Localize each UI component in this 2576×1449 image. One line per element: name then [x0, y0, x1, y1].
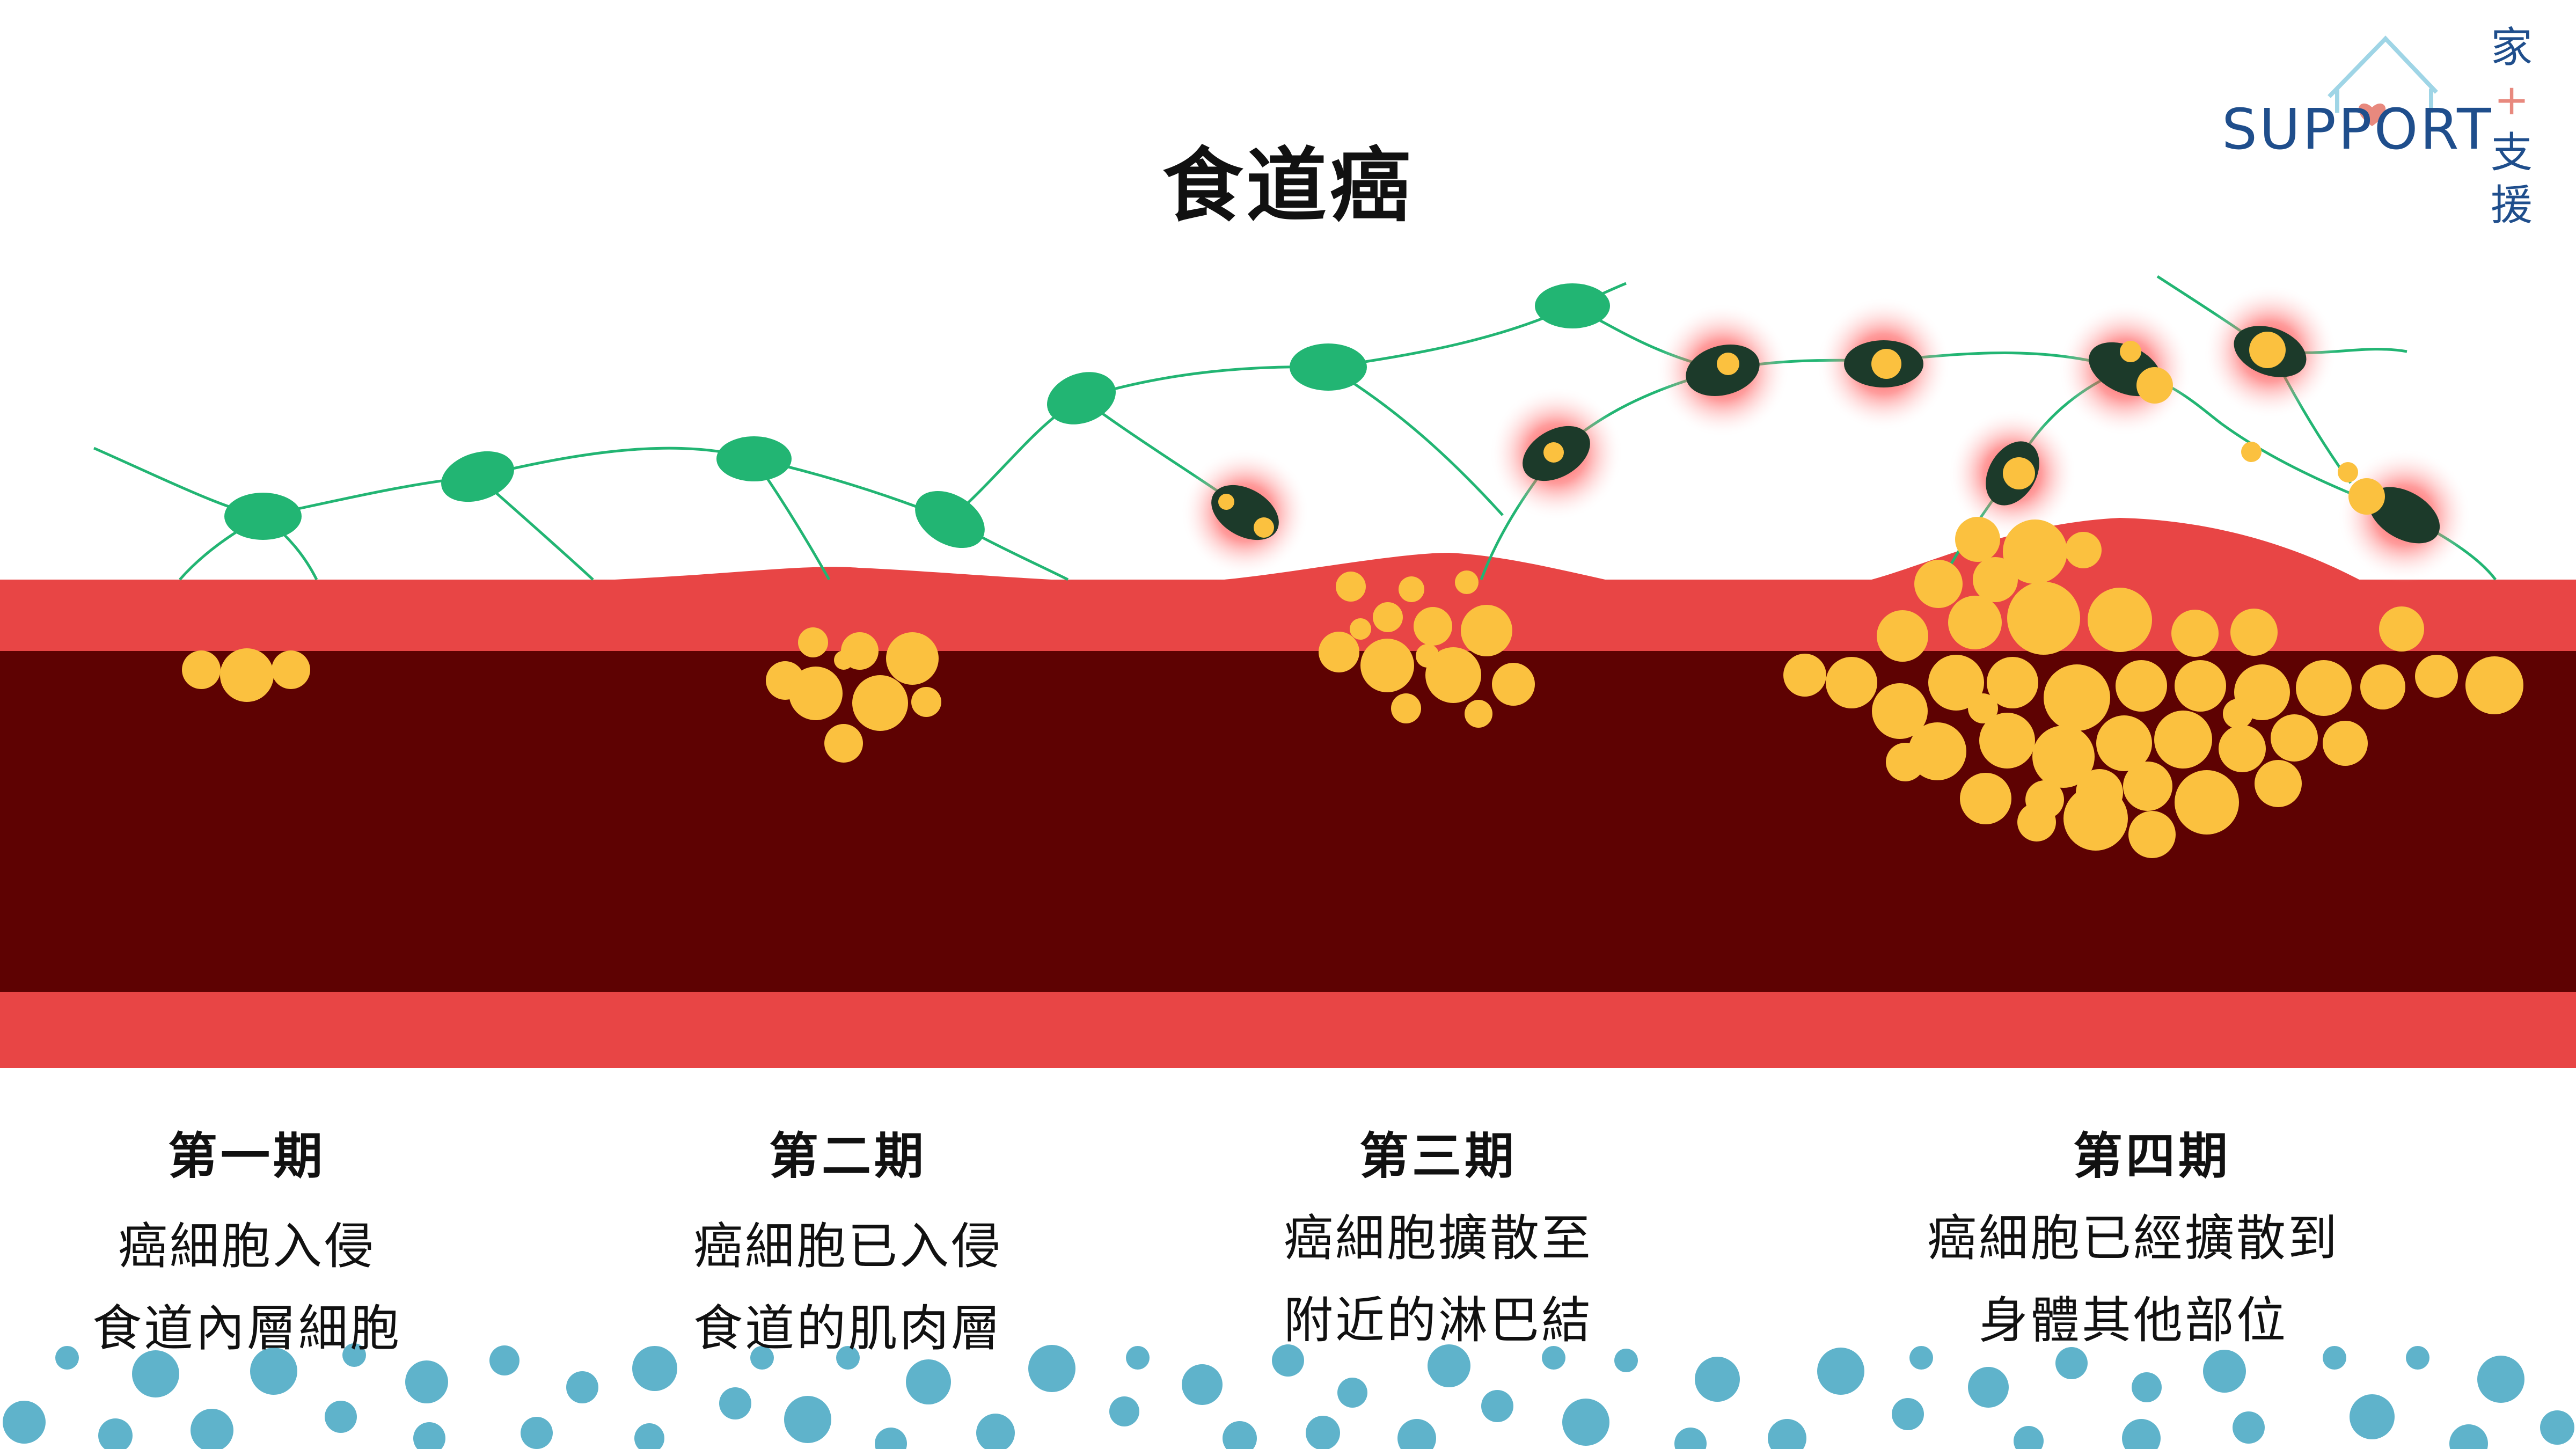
stage-description: 癌細胞已經擴散到 — [1927, 1210, 2339, 1267]
stage-label: 第四期 — [2073, 1128, 2231, 1185]
infected-node — [1181, 448, 1309, 577]
infected-node — [1656, 303, 1790, 437]
healthy-lymph-nodes — [224, 283, 1610, 548]
stage-label: 第一期 — [167, 1128, 326, 1185]
mucosa-bulge-stage3 — [1213, 553, 1610, 581]
logo-char: 援 — [2490, 181, 2533, 230]
tumor-stage2 — [766, 627, 941, 763]
lymph-node — [1047, 372, 1116, 425]
tumor-stage4 — [1783, 517, 2523, 858]
tumor-stage1 — [182, 648, 310, 702]
support-logo: SUPPORT 家 + 支 援 — [2222, 21, 2544, 230]
logo-char: 家 — [2490, 24, 2533, 72]
logo-house-icon — [2328, 35, 2438, 113]
lymph-node — [915, 491, 985, 548]
stage-1: 第一期 癌細胞入侵 食道內層細胞 — [32, 1116, 462, 1360]
infected-node — [2058, 302, 2192, 436]
lymph-node — [716, 436, 792, 481]
stage-label: 第二期 — [769, 1128, 927, 1185]
tumor-stage3 — [1319, 570, 1535, 728]
stage-3: 第三期 癌細胞擴散至 附近的淋巴結 — [1224, 1116, 1653, 1352]
lymph-node — [1290, 343, 1367, 391]
stage-description: 食道內層細胞 — [92, 1300, 401, 1357]
stage-description: 癌細胞已入侵 — [693, 1218, 1002, 1275]
stage-description: 癌細胞入侵 — [118, 1218, 376, 1275]
infected-lymph-nodes — [1181, 284, 2471, 582]
stage-description: 身體其他部位 — [1978, 1292, 2288, 1349]
infected-node — [1948, 409, 2077, 538]
stage-2: 第二期 癌細胞已入侵 食道的肌肉層 — [633, 1116, 1063, 1360]
logo-wordmark: SUPPORT — [2222, 97, 2493, 162]
stage-4: 第四期 癌細胞已經擴散到 身體其他部位 — [1825, 1116, 2442, 1352]
free-cancer-cell — [2241, 442, 2262, 462]
stage-description: 附近的淋巴結 — [1283, 1292, 1593, 1349]
lymph-node — [224, 493, 302, 540]
infected-node — [2203, 284, 2337, 419]
infected-node — [1489, 386, 1623, 521]
lymph-node — [1535, 283, 1610, 328]
logo-chinese-text: 家 + 支 援 — [2482, 21, 2541, 232]
logo-plus-icon: + — [2494, 76, 2529, 125]
infected-node — [1817, 297, 1951, 431]
logo-char: 支 — [2490, 129, 2533, 177]
mucosa-bulge-stage2 — [590, 567, 1073, 581]
lymph-node — [441, 451, 514, 502]
infected-node — [2337, 448, 2471, 582]
outer-layer — [0, 992, 2576, 1068]
bubble-border — [3, 1343, 2574, 1449]
page-title: 食道癌 — [1162, 140, 1414, 233]
free-cancer-cell — [2338, 462, 2358, 482]
stage-label: 第三期 — [1359, 1128, 1517, 1185]
logo-heart-icon — [2358, 103, 2386, 126]
stage-description: 食道的肌肉層 — [693, 1300, 1002, 1357]
stage-description: 癌細胞擴散至 — [1283, 1210, 1593, 1267]
